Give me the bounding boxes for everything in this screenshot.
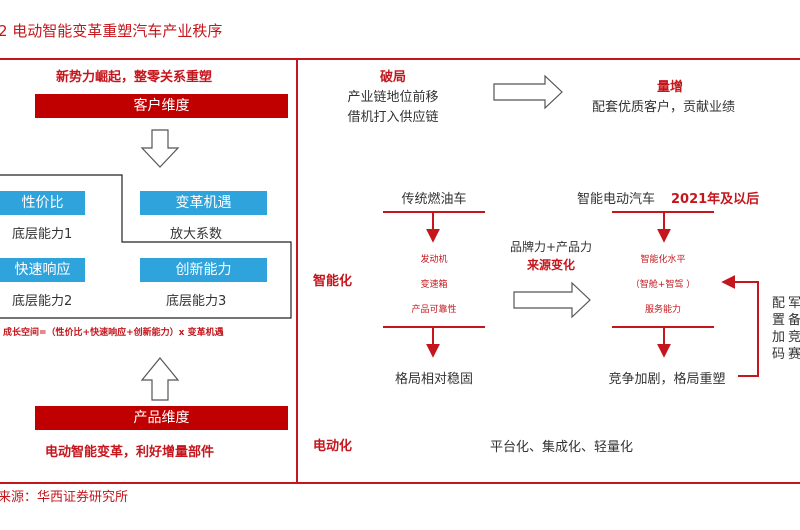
hollow-right-arrow-middle	[513, 281, 591, 319]
liang-title: 量增	[656, 80, 683, 95]
smart-item-service: 服务能力	[644, 305, 681, 315]
caption-amplification-factor: 放大系数	[170, 227, 223, 242]
smart-item-intelligence-level: 智能化水平	[640, 255, 686, 265]
middle-line-2: 来源变化	[526, 258, 575, 272]
trad-item-engine: 发动机	[420, 255, 448, 265]
trad-item-gearbox: 变速箱	[420, 280, 448, 290]
box-innovation-capability: 创新能力	[140, 258, 267, 282]
customer-dimension-bar: 客户维度	[35, 94, 288, 118]
box-fast-response: 快速响应	[0, 258, 85, 282]
caption-base-capability-2: 底层能力2	[12, 294, 73, 309]
po-line-2: 借机打入供应链	[347, 110, 439, 125]
trad-item-reliability: 产品可靠性	[411, 305, 457, 315]
right-cut-col-1: 配 置 加 码	[772, 296, 786, 362]
page-title: 2 电动智能变革重塑汽车产业秩序	[0, 22, 223, 40]
box-transformation-opportunity: 变革机遇	[140, 191, 267, 215]
smart-car-title: 智能电动汽车	[577, 192, 656, 207]
intelligence-label: 智能化	[313, 274, 353, 289]
po-line-1: 产业链地位前移	[347, 90, 439, 105]
feedback-loop-arrow	[721, 275, 759, 377]
box-cost-performance: 性价比	[0, 191, 85, 215]
year-label: 2021年及以后	[671, 192, 760, 207]
hollow-right-arrow-top	[493, 74, 563, 110]
traditional-car-title: 传统燃油车	[401, 192, 467, 207]
right-cut-col-2: 军 备 竞 赛	[788, 296, 800, 362]
caption-base-capability-3: 底层能力3	[166, 294, 227, 309]
product-benefit-text: 电动智能变革，利好增量部件	[45, 445, 215, 460]
caption-base-capability-1: 底层能力1	[12, 227, 73, 242]
bottom-divider	[0, 482, 800, 484]
product-dimension-bar: 产品维度	[35, 406, 288, 430]
electrification-text: 平台化、集成化、轻量化	[490, 440, 634, 455]
trad-result: 格局相对稳固	[394, 372, 473, 387]
smart-result: 竞争加剧，格局重塑	[608, 372, 726, 387]
electrification-label: 电动化	[313, 439, 353, 454]
hollow-up-arrow	[140, 357, 180, 401]
growth-formula: 成长空间=（性价比+快速响应+创新能力）x 变革机遇	[3, 328, 224, 338]
smart-item-cabin-driving: （智舱+智驾 ）	[630, 280, 696, 290]
capability-bracket	[0, 174, 292, 319]
hollow-down-arrow	[140, 129, 180, 168]
po-title: 破局	[379, 70, 406, 85]
new-forces-text: 新势力崛起，整零关系重塑	[56, 70, 213, 85]
source-footer: 来源：华西证券研究所	[0, 490, 129, 505]
liang-text: 配套优质客户，贡献业绩	[592, 100, 736, 115]
middle-line-1: 品牌力+产品力	[509, 240, 593, 254]
top-divider	[0, 58, 800, 60]
